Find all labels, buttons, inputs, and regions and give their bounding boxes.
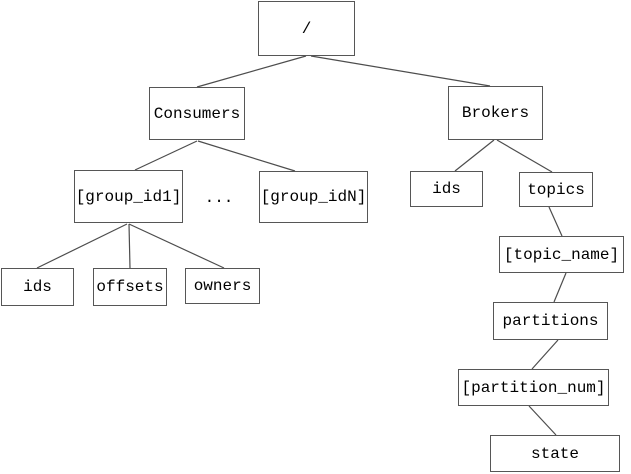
node-topics: topics bbox=[519, 172, 593, 207]
node-broker-ids: ids bbox=[410, 171, 483, 207]
node-topic-name: [topic_name] bbox=[499, 236, 624, 273]
node-broker-ids-label: ids bbox=[432, 180, 461, 198]
node-consumer-ids-label: ids bbox=[23, 278, 52, 296]
node-partitions: partitions bbox=[493, 302, 608, 340]
node-topics-label: topics bbox=[527, 180, 585, 199]
node-root-label: / bbox=[301, 19, 312, 38]
node-group-idn: [group_idN] bbox=[259, 171, 368, 223]
edge-group-id1-ids bbox=[36, 223, 128, 269]
node-partitions-label: partitions bbox=[502, 312, 599, 330]
node-partition-num-label: [partition_num] bbox=[461, 378, 606, 397]
edge-brokers-ids bbox=[454, 139, 495, 172]
edge-group-id1-owners bbox=[128, 223, 225, 269]
ellipsis-label: ... bbox=[204, 189, 234, 207]
edge-consumers-group-idn bbox=[197, 140, 296, 172]
edge-partition-num-state bbox=[528, 405, 557, 436]
node-consumers: Consumers bbox=[149, 87, 245, 140]
edge-group-id1-offsets bbox=[128, 223, 131, 269]
node-offsets: offsets bbox=[93, 268, 167, 306]
node-owners: owners bbox=[185, 268, 260, 304]
node-group-id1: [group_id1] bbox=[74, 170, 183, 223]
node-group-id1-label: [group_id1] bbox=[75, 187, 182, 206]
edge-topics-topic-name bbox=[548, 206, 563, 237]
edge-brokers-topics bbox=[496, 139, 553, 173]
node-consumer-ids: ids bbox=[1, 268, 74, 306]
node-group-idn-label: [group_idN] bbox=[260, 188, 367, 206]
node-offsets-label: offsets bbox=[96, 278, 164, 296]
node-state-label: state bbox=[530, 444, 579, 463]
ellipsis-between-groups: ... bbox=[203, 183, 235, 213]
edge-partitions-partition-num bbox=[531, 339, 559, 370]
node-brokers-label: Brokers bbox=[461, 104, 530, 122]
edge-root-brokers bbox=[310, 55, 491, 87]
edge-topic-name-partitions bbox=[553, 272, 567, 303]
node-partition-num: [partition_num] bbox=[458, 369, 609, 406]
node-owners-label: owners bbox=[193, 277, 252, 295]
edge-consumers-group-id1 bbox=[134, 140, 198, 171]
edge-root-consumers bbox=[196, 55, 307, 88]
node-topic-name-label: [topic_name] bbox=[503, 245, 620, 264]
node-consumers-label: Consumers bbox=[153, 104, 241, 123]
node-brokers: Brokers bbox=[448, 86, 543, 140]
node-root: / bbox=[258, 1, 355, 56]
node-state: state bbox=[490, 435, 620, 472]
